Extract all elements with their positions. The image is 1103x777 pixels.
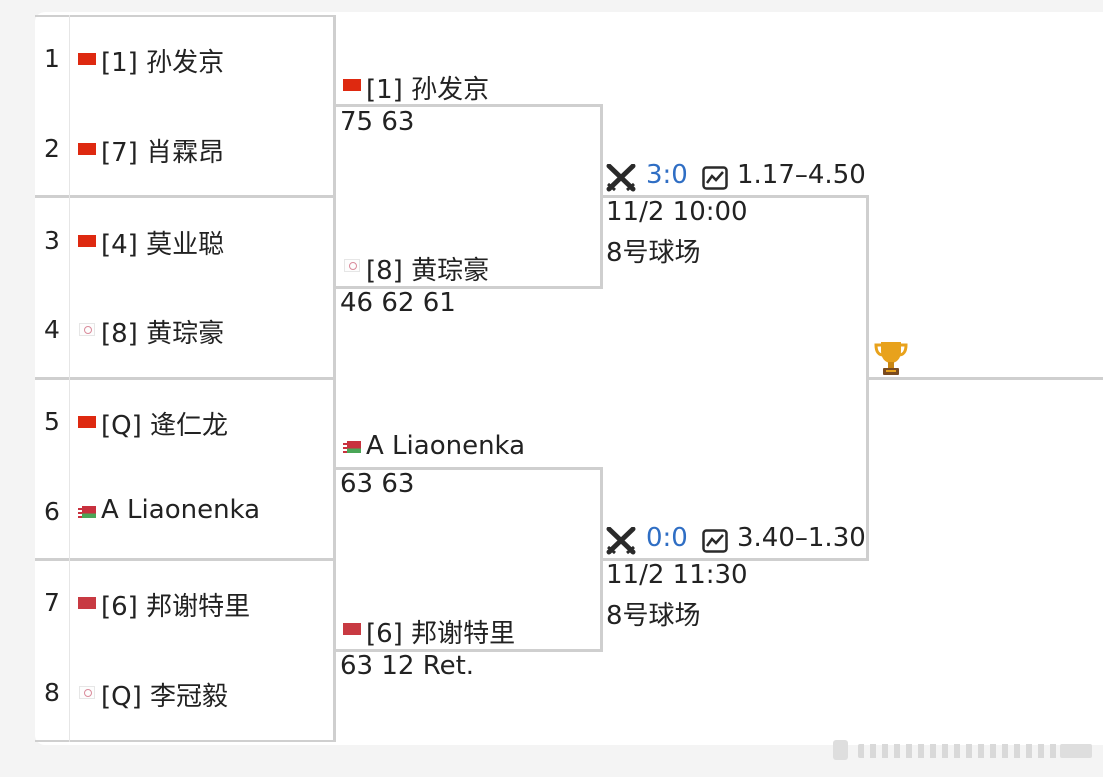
match-court: 8号球场 — [606, 601, 701, 631]
match-score: 46 62 61 — [340, 288, 456, 318]
china-flag-icon — [78, 235, 96, 247]
player-name: [6] 邦谢特里 — [101, 592, 251, 622]
r1-divider — [35, 15, 335, 17]
trend-chart-icon[interactable] — [702, 529, 728, 553]
seed-number: 6 — [44, 497, 60, 526]
seed-number: 7 — [44, 588, 60, 617]
r1-divider — [35, 740, 335, 742]
r2-bracket — [336, 649, 602, 652]
match-court: 8号球场 — [606, 238, 701, 268]
china-flag-icon — [78, 416, 96, 428]
flag-icon — [343, 623, 361, 635]
china-flag-icon — [78, 143, 96, 155]
seed-number: 4 — [44, 315, 60, 344]
final-line — [869, 377, 1103, 380]
r2-bracket — [336, 286, 602, 289]
match-score: 75 63 — [340, 107, 415, 137]
r1-right-border — [333, 15, 336, 742]
seed-number: 3 — [44, 226, 60, 255]
trend-chart-icon[interactable] — [702, 166, 728, 190]
match-time: 11/2 11:30 — [606, 560, 748, 590]
r1-num-column-line — [69, 15, 70, 742]
china-flag-icon — [78, 53, 96, 65]
player-name: [8] 黄琮豪 — [366, 256, 490, 286]
r2-bracket — [336, 104, 602, 107]
odds: 1.17–4.50 — [737, 160, 866, 190]
player-name: A Liaonenka — [366, 431, 526, 461]
sf-bracket — [603, 558, 868, 561]
player-name: [8] 黄琮豪 — [101, 319, 225, 349]
crossed-swords-icon[interactable] — [606, 164, 636, 192]
china-flag-icon — [343, 79, 361, 91]
r1-divider — [35, 558, 335, 561]
seed-number: 1 — [44, 44, 60, 73]
odds: 3.40–1.30 — [737, 523, 866, 553]
belarus-flag-icon — [78, 506, 96, 518]
r1-divider — [35, 195, 335, 198]
sf-bracket — [866, 195, 869, 561]
belarus-flag-icon — [343, 441, 361, 453]
sf-bracket — [603, 195, 868, 198]
player-name: [1] 孙发京 — [101, 48, 225, 78]
player-name: [4] 莫业聪 — [101, 230, 225, 260]
seed-number: 8 — [44, 678, 60, 707]
seed-number: 5 — [44, 407, 60, 436]
chinese-taipei-flag-icon — [79, 686, 95, 699]
match-score: 63 12 Ret. — [340, 651, 475, 681]
player-name: [7] 肖霖昂 — [101, 138, 225, 168]
flag-icon — [78, 597, 96, 609]
r2-bracket — [600, 104, 603, 289]
seed-number: 2 — [44, 134, 60, 163]
chinese-taipei-flag-icon — [344, 259, 360, 272]
r2-bracket — [336, 467, 602, 470]
trophy-icon — [874, 342, 908, 375]
player-name: [6] 邦谢特里 — [366, 619, 516, 649]
chinese-taipei-flag-icon — [79, 323, 95, 336]
player-name: A Liaonenka — [101, 495, 261, 525]
match-score: 63 63 — [340, 469, 415, 499]
player-name: [1] 孙发京 — [366, 75, 490, 105]
head-to-head[interactable]: 0:0 — [646, 523, 688, 553]
r1-divider — [35, 377, 335, 380]
r2-bracket — [600, 467, 603, 652]
player-name: [Q] 李冠毅 — [101, 682, 229, 712]
match-time: 11/2 10:00 — [606, 197, 748, 227]
crossed-swords-icon[interactable] — [606, 527, 636, 555]
player-name: [Q] 逄仁龙 — [101, 411, 229, 441]
head-to-head[interactable]: 3:0 — [646, 160, 688, 190]
